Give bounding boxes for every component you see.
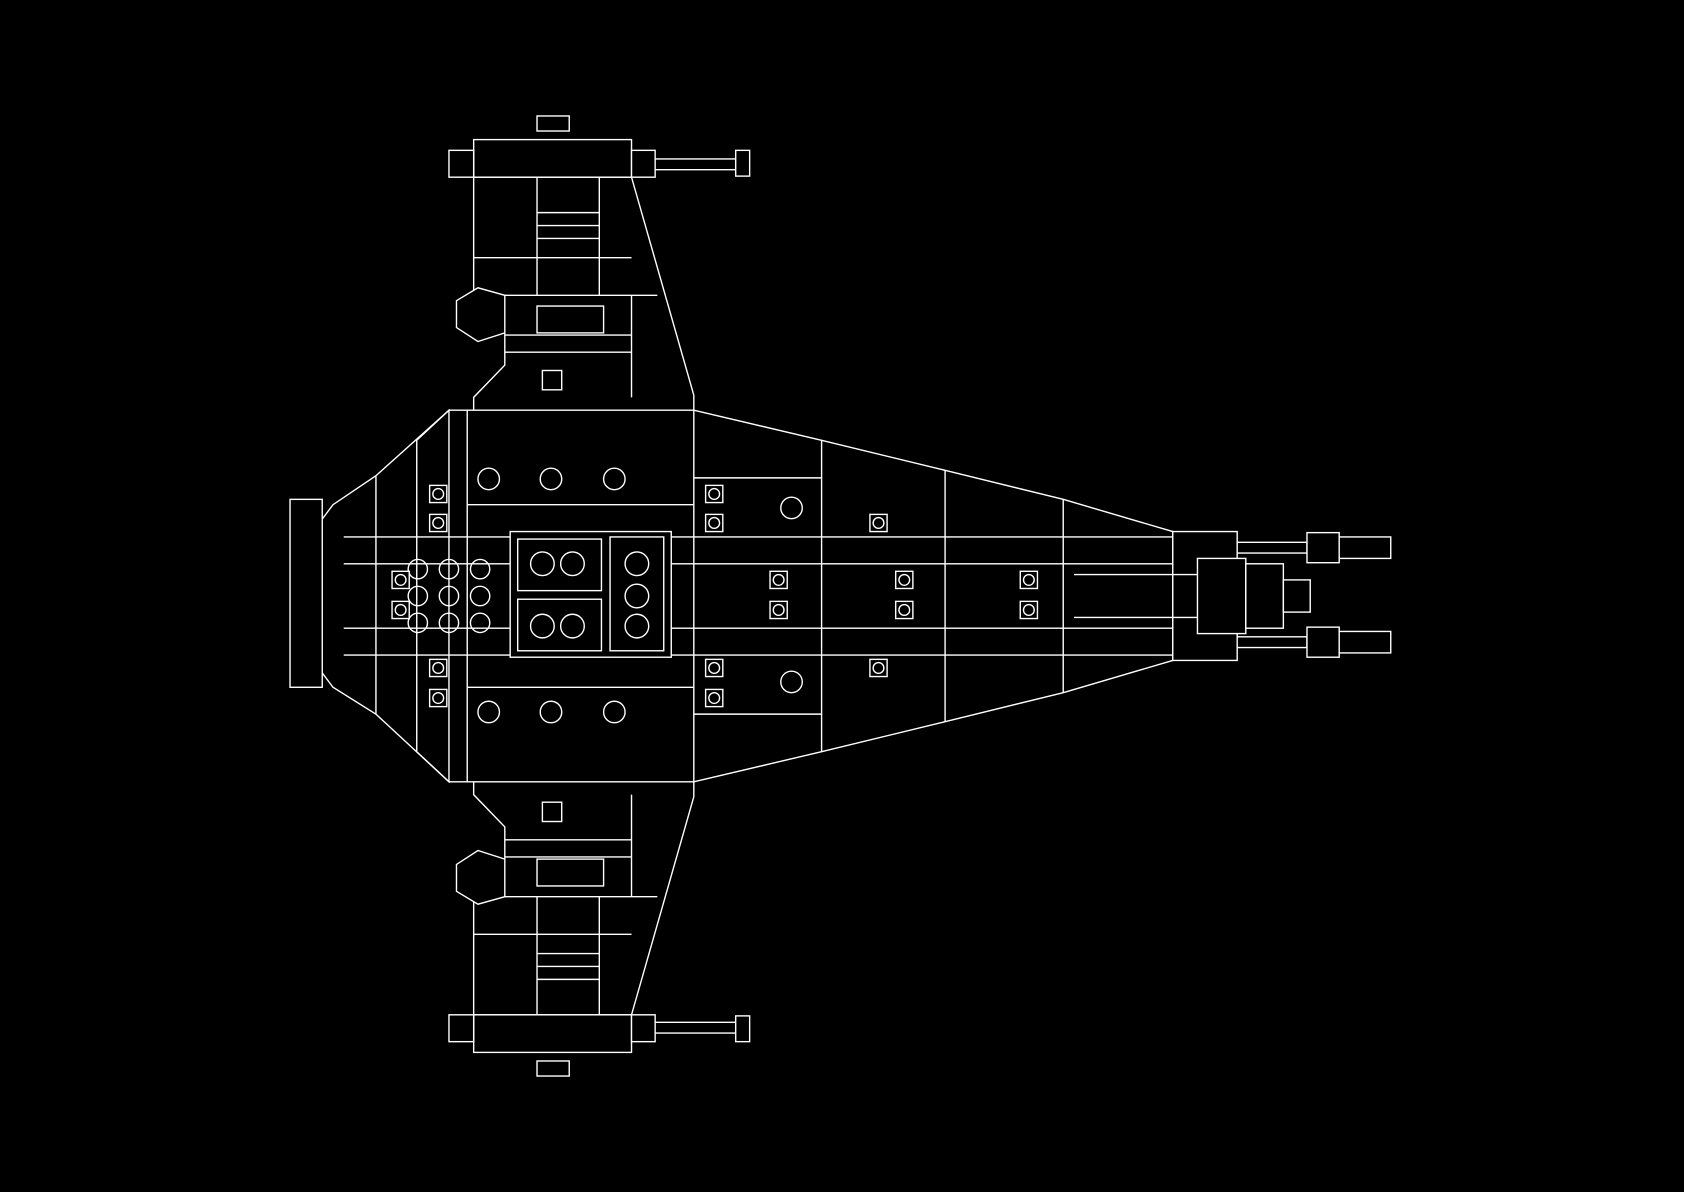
tile	[1019, 570, 1039, 590]
main-hull	[289, 408, 1229, 784]
tile	[769, 600, 788, 620]
stud	[872, 516, 885, 530]
stud	[438, 612, 460, 634]
stud	[772, 603, 785, 617]
tile	[704, 513, 724, 533]
stud	[1022, 603, 1035, 617]
engine-rod-bottom	[1236, 626, 1392, 658]
stud	[394, 573, 407, 586]
engine-rod-top	[1236, 531, 1392, 564]
stud	[624, 583, 650, 609]
tile	[869, 658, 888, 678]
stud	[539, 467, 563, 491]
stud	[477, 700, 501, 724]
top-wing	[448, 115, 751, 412]
tile	[428, 658, 448, 678]
stud	[624, 613, 650, 639]
stud	[407, 585, 429, 607]
stud-group	[391, 467, 1229, 724]
stud	[708, 691, 721, 705]
stud	[898, 573, 911, 586]
stud	[432, 487, 445, 501]
tile	[428, 688, 448, 708]
stud	[602, 467, 626, 491]
stud	[559, 551, 585, 577]
stud	[432, 661, 445, 675]
stud	[529, 613, 555, 639]
stud	[394, 603, 407, 617]
stud	[780, 496, 803, 520]
stud	[708, 661, 721, 675]
engine-section	[1073, 530, 1392, 662]
tile	[894, 570, 914, 590]
stud	[898, 603, 911, 617]
tile	[894, 600, 914, 620]
stud	[559, 613, 585, 639]
stud	[1022, 573, 1035, 586]
tile	[1019, 600, 1039, 620]
stud	[438, 585, 460, 607]
stud	[438, 558, 460, 580]
stud	[469, 558, 491, 580]
tile	[704, 484, 724, 504]
tile	[391, 570, 410, 590]
tile	[769, 570, 788, 590]
tile	[428, 513, 448, 533]
stud	[407, 558, 429, 580]
stud	[407, 612, 429, 634]
tile	[704, 688, 724, 708]
tile	[869, 513, 888, 533]
stud	[780, 670, 803, 694]
stud	[477, 467, 501, 491]
stud	[602, 700, 626, 724]
stud	[432, 691, 445, 705]
stud	[539, 700, 563, 724]
tile	[391, 600, 410, 620]
tile	[428, 484, 448, 504]
stud	[708, 516, 721, 530]
stud	[872, 661, 885, 675]
stud	[469, 585, 491, 607]
stud	[432, 516, 445, 530]
stud	[772, 573, 785, 586]
stud	[708, 487, 721, 501]
stud	[624, 551, 650, 577]
stud	[529, 551, 555, 577]
stud	[469, 612, 491, 634]
tile	[704, 658, 724, 678]
